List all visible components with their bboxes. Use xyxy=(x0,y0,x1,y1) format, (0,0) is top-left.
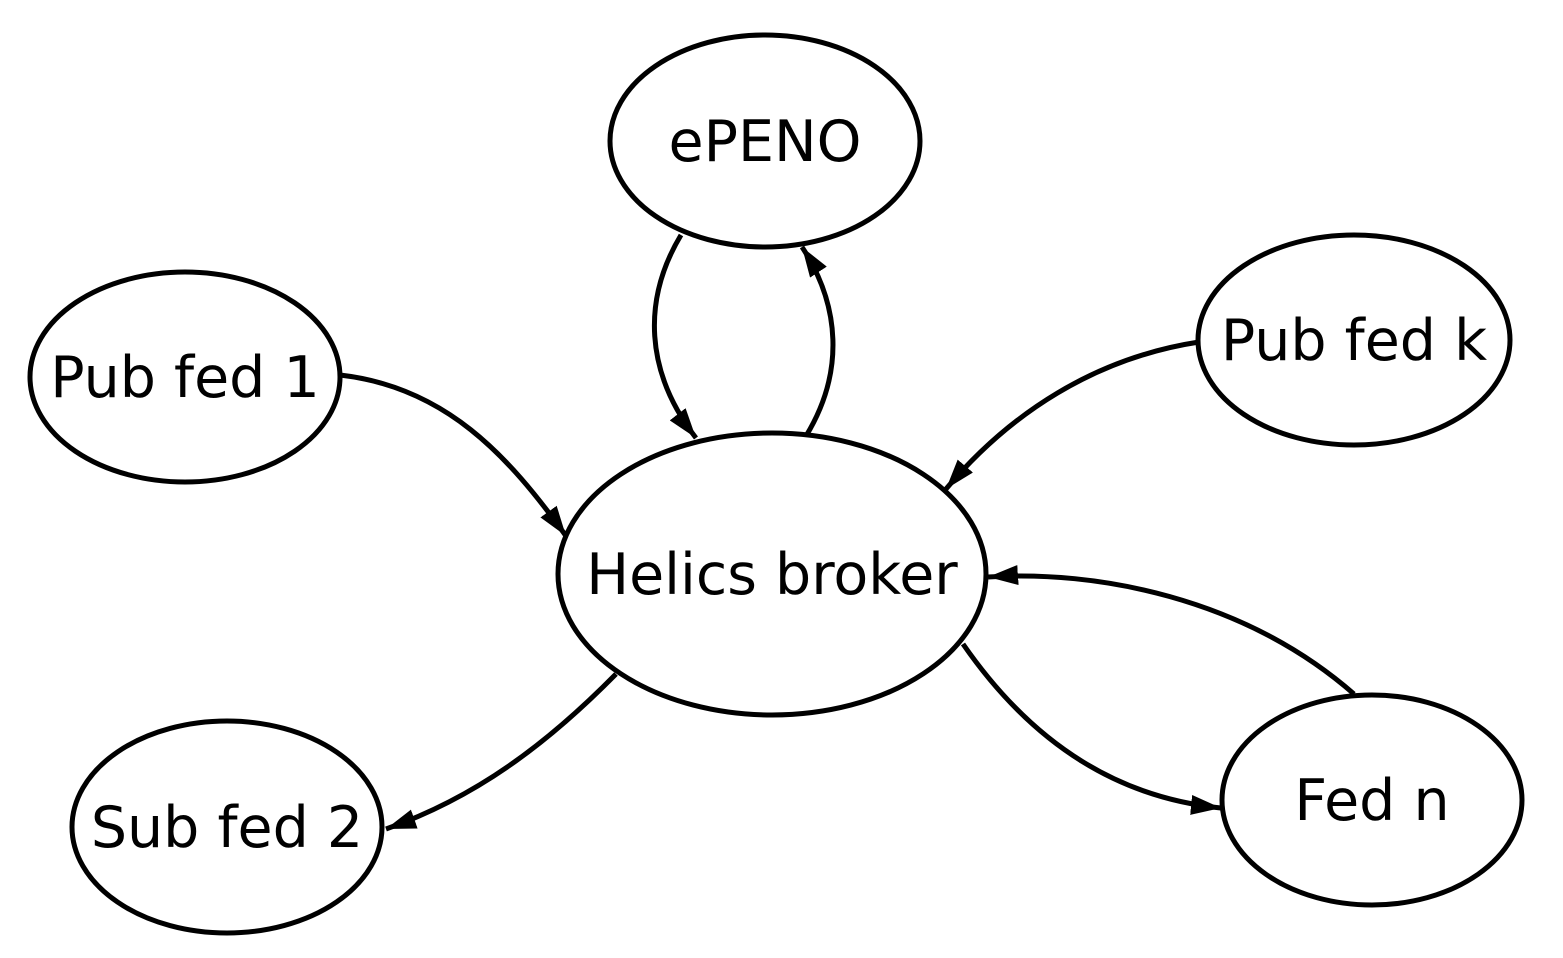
edge-helics-broker-to-fed-n xyxy=(960,642,1222,815)
edge-pub-fed-k-to-helics-broker xyxy=(944,339,1200,491)
node-epeno: ePENO xyxy=(607,32,923,250)
node-pub-fed-k: Pub fed k xyxy=(1195,232,1513,448)
node-fed-n: Fed n xyxy=(1219,692,1525,908)
node-pub-fed-1: Pub fed 1 xyxy=(27,269,343,485)
node-pub-fed-k-label: Pub fed k xyxy=(1221,308,1487,374)
edge-epeno-to-helics-broker xyxy=(651,233,698,440)
edge-helics-broker-to-epeno xyxy=(799,245,836,438)
node-sub-fed-2-label: Sub fed 2 xyxy=(91,795,363,861)
edge-fed-n-to-helics-broker xyxy=(987,565,1356,696)
node-helics-broker-label: Helics broker xyxy=(586,542,958,608)
edge-helics-broker-to-sub-fed-2 xyxy=(385,672,618,832)
node-pub-fed-1-label: Pub fed 1 xyxy=(50,345,320,411)
node-sub-fed-2-ellipse xyxy=(69,718,385,936)
node-helics-broker-ellipse xyxy=(555,430,989,718)
node-pub-fed-1-ellipse xyxy=(27,269,343,485)
edge-pub-fed-1-to-helics-broker xyxy=(339,372,569,538)
node-helics-broker: Helics broker xyxy=(555,430,989,718)
node-fed-n-label: Fed n xyxy=(1294,768,1449,834)
node-fed-n-ellipse xyxy=(1219,692,1525,908)
node-pub-fed-k-ellipse xyxy=(1195,232,1513,448)
node-sub-fed-2: Sub fed 2 xyxy=(69,718,385,936)
node-epeno-ellipse xyxy=(607,32,923,250)
node-epeno-label: ePENO xyxy=(669,109,862,175)
